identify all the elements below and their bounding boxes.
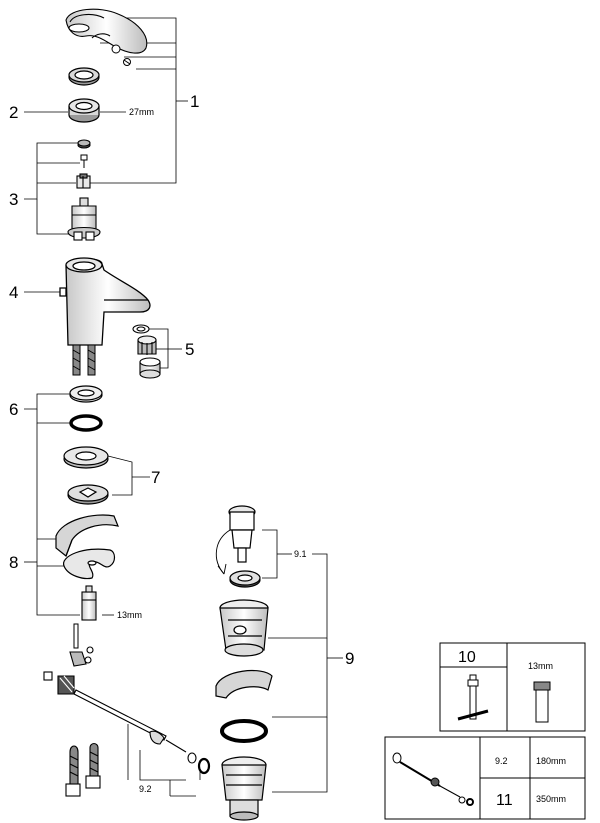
drain-tailpiece [221, 756, 267, 821]
handle-lever [65, 8, 148, 54]
callout-labels: 1 2 3 4 5 6 7 8 9 9.1 9.2 27mm 13mm [9, 92, 354, 794]
tool-11-number: 11 [496, 792, 513, 809]
tool-table-labels: 10 13mm 9.2 180mm 11 350mm [458, 649, 566, 809]
flexible-hoses [65, 742, 101, 797]
lock-washer [67, 484, 109, 505]
drain-gasket [215, 669, 273, 699]
rotate-arrow [215, 529, 231, 575]
cartridge [67, 197, 101, 241]
callout-5: 5 [185, 340, 194, 359]
o-ring [69, 414, 103, 432]
pop-up-plug [228, 505, 256, 563]
callout-3: 3 [9, 190, 18, 209]
threaded-stud [81, 585, 97, 621]
rod-seal [187, 752, 211, 775]
aerator-housing [139, 357, 161, 379]
cartridge-nut [68, 98, 100, 123]
tool-11-length: 350mm [536, 794, 566, 804]
cover-ring [68, 67, 100, 86]
tool-size-label: 13mm [117, 610, 142, 620]
callout-6: 6 [9, 400, 18, 419]
plug-seal [229, 570, 261, 588]
callout-1: 1 [190, 92, 199, 111]
support-washer [63, 446, 109, 469]
faucet-body [59, 257, 151, 346]
socket-tool [533, 681, 551, 723]
pivot-rod [73, 689, 187, 753]
small-ring [77, 139, 91, 149]
callout-2: 2 [9, 103, 18, 122]
callout-9: 9 [345, 649, 354, 668]
lift-rod [73, 623, 79, 649]
supply-hoses [72, 344, 96, 376]
drain-body [219, 599, 269, 657]
callout-9-1: 9.1 [294, 549, 307, 559]
pivot-rod-kit [392, 752, 474, 806]
drain-o-ring [220, 719, 268, 743]
base-washer [69, 385, 103, 403]
adapter-piece [76, 173, 91, 189]
callout-8: 8 [9, 553, 18, 572]
rod-clamp [69, 646, 94, 667]
ball-nut [43, 671, 75, 695]
callout-9-2: 9.2 [139, 784, 152, 794]
small-screw [80, 154, 88, 168]
mounting-plate [55, 514, 119, 557]
callout-4: 4 [9, 283, 18, 302]
aerator-washer [132, 324, 150, 334]
tool-10-size: 13mm [528, 661, 553, 671]
tool-9-2-label: 9.2 [495, 756, 508, 766]
tool-9-2-length: 180mm [536, 756, 566, 766]
tool-box-11 [384, 736, 586, 820]
handle-screw [111, 44, 131, 66]
nut-size-label: 27mm [129, 107, 154, 117]
hex-key-tool [457, 674, 489, 721]
tool-box-10 [439, 642, 586, 732]
horseshoe-clamp [63, 548, 116, 580]
tool-10-number: 10 [458, 649, 476, 666]
callout-7: 7 [151, 468, 160, 487]
aerator-insert [137, 335, 157, 355]
